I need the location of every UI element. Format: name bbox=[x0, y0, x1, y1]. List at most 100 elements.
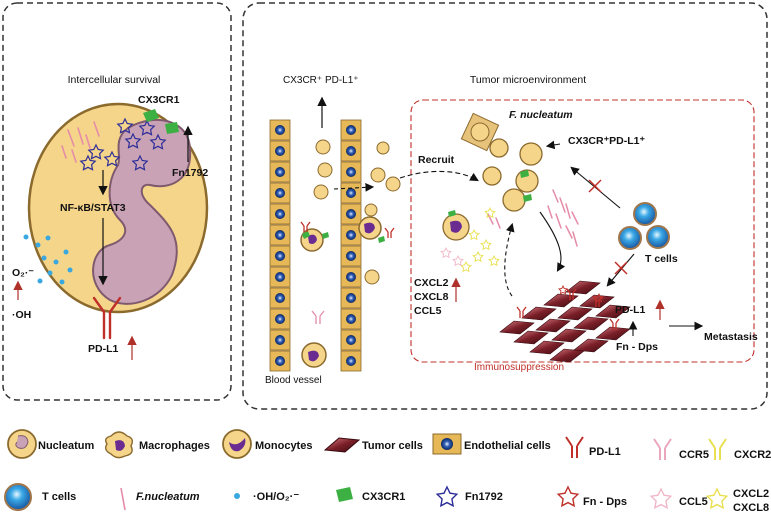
legend-label-tumor-cells: Tumor cells bbox=[362, 440, 423, 452]
immunosuppression-label: Immunosuppression bbox=[474, 362, 564, 373]
right-panel-border bbox=[242, 2, 768, 410]
legend-label-fn1792: Fn1792 bbox=[465, 491, 503, 503]
pdl1-receptor-left bbox=[92, 296, 122, 340]
legend-label-fnucleatum: F.nucleatum bbox=[136, 491, 200, 503]
legend-ccr5-icon bbox=[653, 438, 672, 460]
cx3cr-right-label: CX3CR⁺PD-L1⁺ bbox=[568, 135, 645, 147]
chemokine-label-0: CXCL2 bbox=[414, 277, 449, 289]
chemokine-label-1: CXCL8 bbox=[414, 291, 449, 303]
right-panel: Tumor microenvironment CX3CR⁺ PD-L1⁺ Blo… bbox=[242, 2, 768, 410]
fnucleatum-rods-tme bbox=[487, 189, 579, 247]
legend-cx3cr1-icon bbox=[336, 487, 353, 502]
left-panel: Intercellular survival bbox=[2, 2, 232, 401]
chemokine-label-2: CCL5 bbox=[414, 305, 442, 317]
tumor-cell bbox=[595, 304, 631, 319]
recruit-arrow bbox=[399, 170, 479, 182]
tumor-cell bbox=[557, 306, 593, 321]
ros-dots bbox=[23, 234, 73, 285]
legend-macrophage-icon bbox=[104, 431, 134, 459]
pdl1-label-right: PD-L1 bbox=[615, 304, 645, 316]
legend-cxcr2-icon bbox=[708, 438, 727, 460]
tumor-cell bbox=[535, 318, 571, 333]
endothelial-nucleus bbox=[275, 209, 285, 219]
blood-vessel bbox=[269, 119, 362, 372]
legend-label-macrophages: Macrophages bbox=[139, 440, 210, 452]
pdl1-receptors-tumor bbox=[516, 288, 620, 330]
legend-fndps-icon bbox=[556, 485, 580, 508]
legend-label-ccl5: CCL5 bbox=[679, 496, 708, 508]
left-panel-border bbox=[2, 2, 232, 401]
tumor-cell bbox=[573, 338, 609, 353]
endothelial-nucleus bbox=[346, 293, 356, 303]
tumor-to-cluster-arrow bbox=[504, 222, 515, 297]
endothelial-nucleus bbox=[275, 188, 285, 198]
tumor-cell bbox=[573, 316, 609, 331]
legend-pdl1-icon bbox=[565, 436, 584, 458]
fndps-stars bbox=[558, 284, 604, 303]
endothelial-nucleus bbox=[346, 146, 356, 156]
endothelial-nucleus bbox=[346, 125, 356, 135]
legend-nucleatum-icon bbox=[7, 429, 37, 459]
fndps-label-right: Fn - Dps bbox=[616, 341, 658, 353]
fn1792-stars-left bbox=[79, 117, 167, 171]
legend-ccl5-icon bbox=[649, 487, 673, 510]
tcell-to-tumor-arrow bbox=[606, 253, 635, 287]
endothelial-nucleus bbox=[346, 272, 356, 282]
legend-label-pdl1: PD-L1 bbox=[589, 446, 621, 458]
legend-label-cxcl2: CXCL2 bbox=[733, 488, 769, 500]
legend-label-ccr5: CCR5 bbox=[679, 449, 709, 461]
cluster-to-tumor-arrow bbox=[539, 211, 566, 272]
vessel-receptors bbox=[300, 221, 395, 324]
tcells-label: T cells bbox=[645, 253, 678, 265]
metastasis-label: Metastasis bbox=[704, 331, 758, 343]
fn1792-label-left: Fn1792 bbox=[172, 167, 208, 179]
endothelial-nucleus bbox=[275, 146, 285, 156]
block-x-2 bbox=[614, 261, 628, 275]
endothelial-nucleus bbox=[346, 230, 356, 240]
legend-label-endothelial: Endothelial cells bbox=[464, 440, 551, 452]
endothelial-nucleus bbox=[275, 230, 285, 240]
endothelial-nucleus bbox=[346, 356, 356, 366]
legend-label-monocytes: Monocytes bbox=[255, 440, 312, 452]
chemokine-stars bbox=[460, 206, 500, 273]
tumor-cell bbox=[565, 280, 601, 295]
endothelial-nucleus bbox=[275, 293, 285, 303]
legend-fn1792-icon bbox=[435, 485, 459, 508]
endothelial-nucleus bbox=[275, 251, 285, 261]
legend-fnucleatum-icon bbox=[120, 487, 126, 511]
endothelial-nucleus bbox=[275, 125, 285, 135]
endothelial-nucleus bbox=[275, 356, 285, 366]
endothelial-nucleus bbox=[346, 167, 356, 177]
legend: Nucleatum Macrophages Monocytes Tumor ce… bbox=[4, 429, 771, 514]
recruit-label: Recruit bbox=[418, 154, 455, 166]
cx3cr-right-arrow bbox=[545, 140, 561, 150]
vessel-exit-arrow bbox=[333, 182, 375, 192]
endothelial-nucleus bbox=[275, 167, 285, 177]
left-panel-title: Intercellular survival bbox=[68, 74, 161, 86]
blood-vessel-label: Blood vessel bbox=[265, 375, 322, 386]
legend-ros-icon bbox=[234, 493, 240, 499]
tme-cells bbox=[442, 138, 543, 241]
cx3cr1-label-left: CX3CR1 bbox=[138, 94, 180, 106]
ros-label-superoxide: O₂·⁻ bbox=[12, 267, 34, 279]
endothelial-nucleus bbox=[275, 335, 285, 345]
tumor-cell bbox=[521, 306, 557, 321]
fnucleatum-label: F. nucleatum bbox=[509, 109, 573, 121]
legend-tcell-icon bbox=[4, 483, 32, 511]
cx3cr1-receptors-left bbox=[143, 109, 179, 134]
endothelial-nucleus bbox=[346, 209, 356, 219]
endothelial-nucleus bbox=[346, 314, 356, 324]
legend-label-tcells: T cells bbox=[42, 491, 76, 503]
vessel-cells bbox=[300, 139, 401, 368]
endothelial-nucleus bbox=[275, 314, 285, 324]
legend-label-nucleatum: Nucleatum bbox=[38, 440, 94, 452]
legend-label-cx3cr1: CX3CR1 bbox=[362, 491, 405, 503]
block-x-1 bbox=[588, 179, 602, 193]
tumor-cells bbox=[499, 280, 631, 363]
legend-cxcl-icon bbox=[705, 487, 729, 510]
tumor-cell bbox=[513, 330, 549, 345]
tumor-cell bbox=[529, 340, 565, 355]
legend-monocyte-icon bbox=[222, 429, 252, 459]
ccl5-stars bbox=[440, 246, 464, 267]
cell-nucleus bbox=[92, 119, 192, 305]
